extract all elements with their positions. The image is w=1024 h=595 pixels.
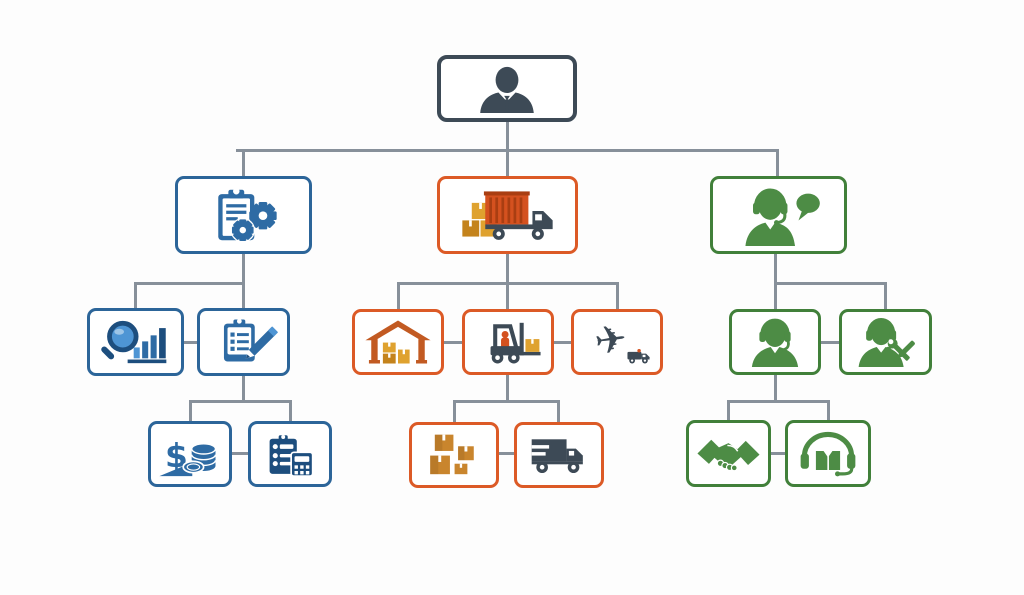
connector-line — [499, 452, 514, 455]
dollar-coins-icon: $ — [159, 436, 217, 477]
node-planning-operations — [175, 176, 312, 254]
node-warehousing — [352, 309, 444, 375]
warehouse-icon — [365, 320, 431, 364]
connector-line — [506, 375, 509, 402]
node-analysis — [87, 308, 184, 376]
node-costing — [248, 421, 332, 487]
connector-line — [727, 402, 730, 420]
connector-line — [453, 402, 456, 422]
clipboard-gears-icon — [218, 187, 277, 243]
forklift-icon — [490, 322, 541, 364]
connector-line — [289, 402, 292, 421]
headset-package-icon — [800, 431, 856, 477]
container-truck-icon — [462, 191, 553, 240]
connector-line — [397, 282, 619, 285]
connector-line — [242, 151, 245, 176]
connector-line — [236, 149, 779, 152]
airplane-truck-icon: ✈ — [592, 317, 650, 365]
connector-line — [616, 284, 619, 309]
connector-line — [189, 402, 192, 421]
connector-line — [189, 400, 292, 403]
dollar-glyph: $ — [165, 436, 188, 475]
node-after-sales-support — [785, 420, 871, 487]
node-executive — [437, 55, 577, 122]
node-material-handling — [462, 309, 554, 375]
connector-line — [134, 282, 245, 285]
connector-line — [774, 282, 887, 285]
connector-line — [557, 402, 560, 422]
connector-line — [827, 402, 830, 420]
connector-line — [506, 151, 509, 176]
node-packaging — [409, 422, 499, 488]
node-air-freight: ✈ — [571, 309, 663, 375]
node-technical-support — [839, 309, 932, 375]
node-finance: $ — [148, 421, 232, 487]
node-partnerships — [686, 420, 771, 487]
node-customer-support — [710, 176, 847, 254]
connector-line — [184, 341, 197, 344]
connector-line — [506, 254, 509, 309]
connector-line — [232, 452, 248, 455]
checklist-pencil-icon — [223, 318, 279, 362]
connector-line — [506, 122, 509, 151]
connector-line — [554, 341, 571, 344]
connector-line — [776, 151, 779, 176]
node-call-center — [729, 309, 821, 375]
connector-line — [444, 341, 462, 344]
handshake-icon — [697, 439, 760, 472]
connector-line — [453, 400, 560, 403]
headset-agent-speech-bubble-icon — [745, 188, 820, 246]
headset-agent-icon — [751, 318, 799, 367]
node-planning — [197, 308, 290, 376]
connector-line — [727, 400, 830, 403]
airplane-glyph: ✈ — [592, 317, 630, 365]
cardboard-boxes-icon — [430, 434, 474, 475]
checklist-calculator-icon — [269, 435, 314, 477]
connector-line — [771, 452, 785, 455]
person-icon — [480, 66, 534, 113]
magnifier-bar-chart-icon — [101, 320, 167, 364]
connector-line — [821, 341, 839, 344]
connector-line — [774, 254, 777, 309]
delivery-truck-icon — [531, 439, 583, 474]
connector-line — [134, 284, 137, 308]
connector-line — [774, 375, 777, 402]
connector-line — [242, 376, 245, 402]
headset-agent-tools-icon — [858, 317, 915, 367]
connector-line — [397, 284, 400, 309]
connector-line — [242, 254, 245, 308]
connector-line — [884, 284, 887, 309]
node-logistics — [437, 176, 578, 254]
node-delivery — [514, 422, 604, 488]
